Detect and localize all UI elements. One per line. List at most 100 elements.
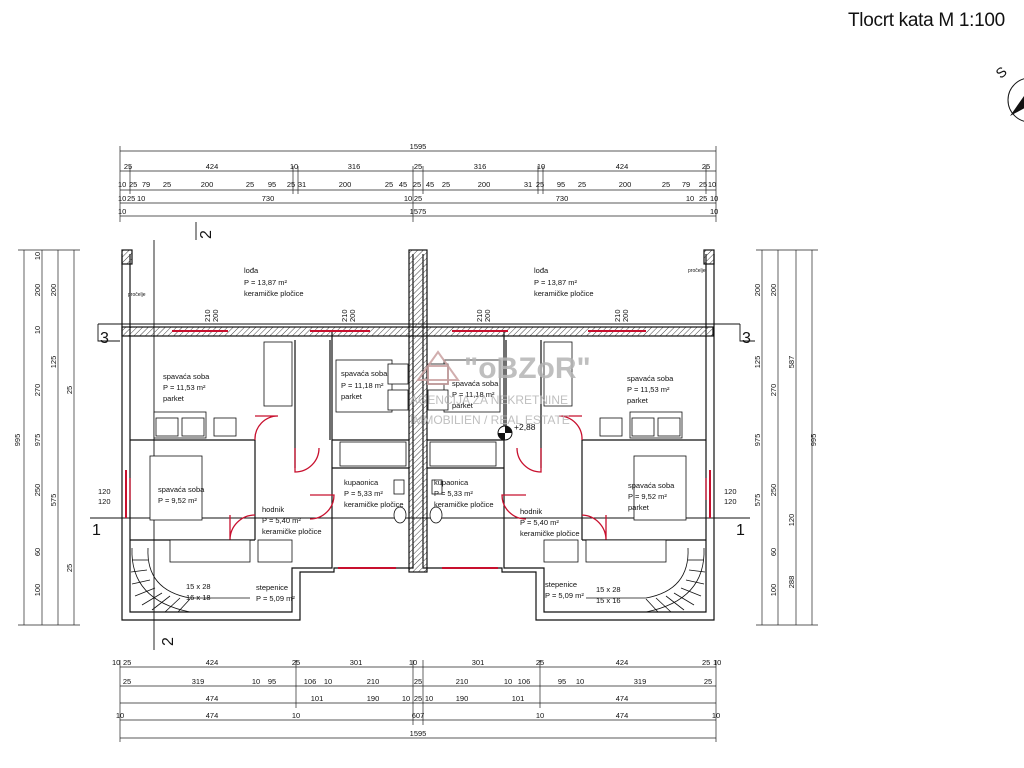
- dim-label: 319: [634, 677, 647, 686]
- dim-label: 10: [712, 711, 720, 720]
- dim-label: 120: [98, 487, 111, 496]
- dim-label: 587: [787, 356, 796, 369]
- stairs: [130, 547, 706, 613]
- dim-label: 25: [124, 162, 132, 171]
- room-area: P = 11,53 m²: [163, 383, 206, 392]
- dim-label: 95: [268, 180, 276, 189]
- dim-label: 95: [557, 180, 565, 189]
- dim-label: 25: [414, 694, 422, 703]
- furniture: [149, 341, 687, 563]
- dim-label: 200: [49, 284, 58, 297]
- side-dimensions: [18, 249, 818, 626]
- dim-label: 25: [702, 658, 710, 667]
- dim-label: 210: [340, 309, 349, 322]
- dim-label: 210: [367, 677, 380, 686]
- level-value: +2,88: [514, 422, 536, 432]
- dim-label: 575: [49, 494, 58, 507]
- dim-label: 10: [537, 162, 545, 171]
- dim-label: 10: [708, 180, 716, 189]
- oval-label: pročelje: [688, 268, 706, 274]
- room-area: P = 11,53 m²: [627, 385, 670, 394]
- dim-label: 25: [129, 180, 137, 189]
- dim-label: 25: [65, 564, 74, 572]
- section-3-right: 3: [742, 330, 751, 347]
- dim-label: 10: [116, 711, 124, 720]
- room-name: spavaća soba: [163, 372, 210, 381]
- stair-dim: 15 x 28: [596, 585, 621, 594]
- dim-label: 190: [367, 694, 380, 703]
- room-floor: keramičke pločice: [520, 529, 580, 538]
- dim-label: 25: [413, 180, 421, 189]
- dim-label: 319: [192, 677, 205, 686]
- windows: [125, 330, 711, 569]
- room-floor: keramičke pločice: [344, 500, 404, 509]
- room-floor: keramičke pločice: [434, 500, 494, 509]
- room-name: spavaća soba: [341, 369, 388, 378]
- watermark-line1: AGENCIJA ZA NEKRETNINE: [410, 393, 568, 407]
- dim-label: 210: [456, 677, 469, 686]
- dim-right-total: 995: [809, 434, 818, 447]
- dim-label: 25: [662, 180, 670, 189]
- dim-label: 288: [787, 576, 796, 589]
- dim-label: 25: [536, 180, 544, 189]
- dim-label: 10: [425, 694, 433, 703]
- dim-label: 10: [33, 252, 42, 260]
- dim-label: 79: [142, 180, 150, 189]
- room-floor: parket: [627, 396, 649, 405]
- room-floor: keramičke pločice: [534, 289, 594, 298]
- dim-label: 10: [504, 677, 512, 686]
- room-name: lođa: [244, 266, 259, 275]
- dim-label: 10: [710, 207, 718, 216]
- dim-label: 10: [33, 326, 42, 334]
- section-2-bottom: 2: [160, 637, 177, 646]
- dim-label: 10: [536, 711, 544, 720]
- dim-label: 301: [350, 658, 363, 667]
- level-marker: +2,88: [497, 422, 536, 441]
- room-area: P = 13,87 m²: [534, 278, 578, 287]
- dim-label: 101: [311, 694, 324, 703]
- dim-label: 25: [385, 180, 393, 189]
- dim-label: 200: [478, 180, 491, 189]
- room-name: hodnik: [262, 505, 284, 514]
- room-area: P = 13,87 m²: [244, 278, 288, 287]
- section-3-left: 3: [100, 330, 109, 347]
- room-floor: parket: [452, 401, 474, 410]
- room-name: spavaća soba: [628, 481, 675, 490]
- dim-label: 106: [518, 677, 531, 686]
- watermark-brand: "oBZoR": [464, 352, 591, 385]
- dim-label: 10: [576, 677, 584, 686]
- dim-label: 270: [769, 384, 778, 397]
- dim-label: 316: [474, 162, 487, 171]
- room-floor: parket: [163, 394, 185, 403]
- dim-label: 25: [123, 658, 131, 667]
- dim-label: 1575: [410, 207, 427, 216]
- bottom-dimension-labels: 10 25 424 25 301 10 210 301 25 424 25 10…: [112, 658, 721, 738]
- walls: [121, 249, 715, 621]
- dim-label: 200: [33, 284, 42, 297]
- dim-label: 100: [33, 584, 42, 597]
- room-area: P = 5,33 m²: [434, 489, 473, 498]
- dim-label: 730: [556, 194, 569, 203]
- dim-label: 424: [206, 658, 219, 667]
- room-name: spavaća soba: [627, 374, 674, 383]
- dim-label: 25: [414, 162, 422, 171]
- dim-label: 10: [118, 207, 126, 216]
- dim-label: 200: [201, 180, 214, 189]
- dim-label: 25: [699, 180, 707, 189]
- room-floor: parket: [628, 503, 650, 512]
- dim-label: 210: [475, 309, 484, 322]
- room-name: lođa: [534, 266, 549, 275]
- dim-label: 200: [348, 309, 357, 322]
- dim-label: 10: [713, 658, 721, 667]
- bottom-dimensions: [119, 660, 717, 742]
- north-arrow-icon: S: [992, 63, 1024, 122]
- dim-label: 200: [753, 284, 762, 297]
- room-name: hodnik: [520, 507, 542, 516]
- watermark: "oBZoR" AGENCIJA ZA NEKRETNINE IMMOBILIE…: [410, 350, 591, 427]
- dim-label: 120: [98, 497, 111, 506]
- dim-label: 10: [324, 677, 332, 686]
- dim-label: 424: [616, 162, 629, 171]
- dim-label: 10: [686, 194, 694, 203]
- north-letter: S: [992, 63, 1009, 81]
- dim-label: 120: [724, 487, 737, 496]
